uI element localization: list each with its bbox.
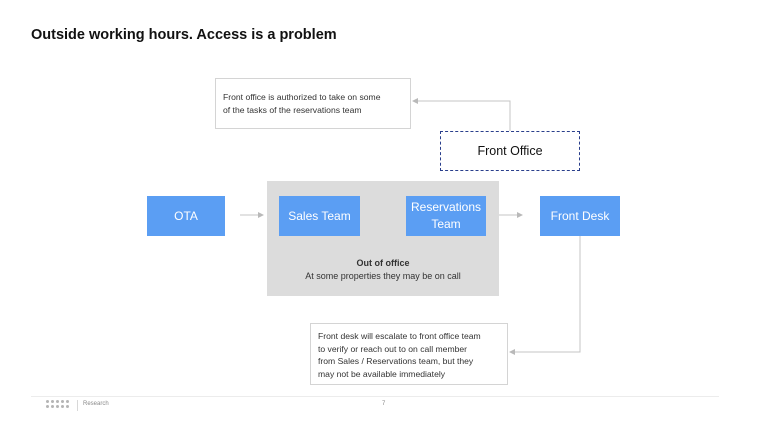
node-reservations-label-1: Reservations: [410, 200, 482, 214]
note-bottom-line-1: Front desk will escalate to front office…: [318, 331, 481, 341]
node-ota: OTA: [147, 196, 225, 236]
page-number: 7: [382, 401, 386, 407]
node-front-desk: Front Desk: [540, 196, 620, 236]
footer-divider: [31, 396, 719, 397]
note-bottom-line-2: to verify or reach out to on call member: [318, 343, 468, 354]
footer-separator: [77, 400, 78, 411]
front-office-label: Front Office: [477, 144, 543, 158]
node-reservations-team: Reservations Team: [406, 196, 486, 236]
node-reservations-label-2: Team: [431, 217, 461, 231]
front-office-box: Front Office: [440, 131, 580, 171]
arrow-frontdesk-to-note: [509, 236, 581, 355]
node-ota-label: OTA: [174, 208, 198, 223]
out-of-office-caption: Out of office At some properties they ma…: [267, 257, 499, 283]
note-front-desk-escalation: Front desk will escalate to front office…: [310, 323, 508, 385]
node-sales-team-label: Sales Team: [288, 208, 351, 223]
node-front-desk-label: Front Desk: [550, 208, 610, 223]
arrow-frontoffice-to-note: [412, 98, 511, 131]
note-top-line-2: of the tasks of the reservations team: [223, 104, 362, 115]
company-logo-dots: [46, 400, 69, 408]
note-bottom-line-3: from Sales / Reservations team, but they: [318, 356, 474, 366]
note-bottom-line-4: may not be available immediately: [318, 368, 446, 379]
node-sales-team: Sales Team: [279, 196, 360, 236]
note-top-line-1: Front office is authorized to take on so…: [223, 92, 381, 102]
footer-section-label: Research: [83, 401, 109, 407]
note-front-office-authorized: Front office is authorized to take on so…: [215, 78, 411, 129]
out-of-office-text: At some properties they may be on call: [305, 271, 461, 281]
slide-title: Outside working hours. Access is a probl…: [31, 27, 337, 43]
out-of-office-heading: Out of office: [356, 258, 410, 268]
